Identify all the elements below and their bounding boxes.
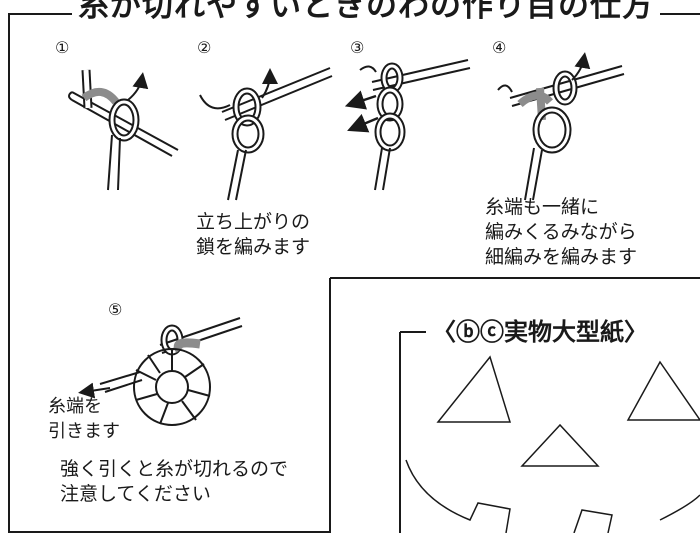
step-5-note: 強く引くと糸が切れるので 注意してください (60, 458, 289, 505)
pattern-box (329, 277, 700, 533)
right-eye-shape (626, 360, 700, 421)
step-2-illustration (199, 67, 333, 201)
step-5-label: 糸端を 引きます (48, 396, 120, 442)
step-5-illustration (78, 317, 243, 426)
frame-bottom (8, 531, 330, 533)
pumpkin-face-pattern (405, 355, 700, 533)
page-title: 糸が切れやすいときのわの作り目の仕方 (72, 0, 660, 26)
step-1-illustration (68, 69, 179, 191)
step-3-number: ③ (350, 38, 365, 57)
frame-top-left (8, 13, 72, 15)
step-4-illustration (497, 52, 625, 201)
frame-top-right (640, 13, 700, 15)
step-3-illustration (344, 59, 471, 191)
step-2-number: ② (197, 38, 212, 57)
step-2-caption: 立ち上がりの 鎖を編みます (196, 211, 311, 258)
nose-shape (520, 423, 600, 467)
step-4-number: ④ (492, 38, 507, 57)
left-eye-shape (436, 355, 512, 423)
pattern-title: 〈ⓑⓒ実物大型紙〉 (428, 315, 652, 349)
step-5-number: ⑤ (108, 300, 123, 319)
step-1-number: ① (55, 38, 70, 57)
step-4-caption: 糸端も一緒に 編みくるみながら 細編みを編みます (485, 196, 638, 268)
frame-left (8, 13, 10, 533)
mouth-shape (405, 459, 700, 533)
